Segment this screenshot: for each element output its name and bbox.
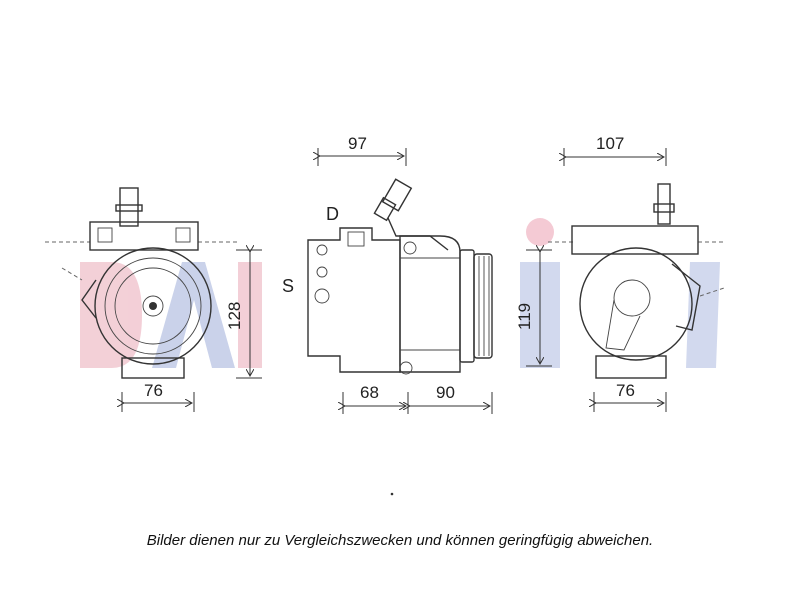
side-view: 97 D S 68 90 [282,134,493,414]
rear-view: 107 76 [548,134,726,412]
height-128-label: 128 [225,302,244,330]
port-discharge-label: D [326,204,339,224]
stray-dot [390,492,394,496]
side-left-bottom-dimension: 68 [360,383,379,402]
rear-top-dimension: 107 [596,134,624,153]
port-suction-label: S [282,276,294,296]
rear-width-dimension: 76 [616,381,635,400]
side-right-bottom-dimension: 90 [436,383,455,402]
side-top-dimension: 97 [348,134,367,153]
front-view: 76 [45,187,240,412]
height-dimension-left: 128 [225,250,262,379]
height-dimension-right: 119 [515,250,552,367]
front-width-dimension: 76 [144,381,163,400]
height-119-label: 119 [515,303,534,330]
watermark-logo [80,218,720,368]
disclaimer-caption: Bilder dienen nur zu Vergleichszwecken u… [146,532,654,549]
